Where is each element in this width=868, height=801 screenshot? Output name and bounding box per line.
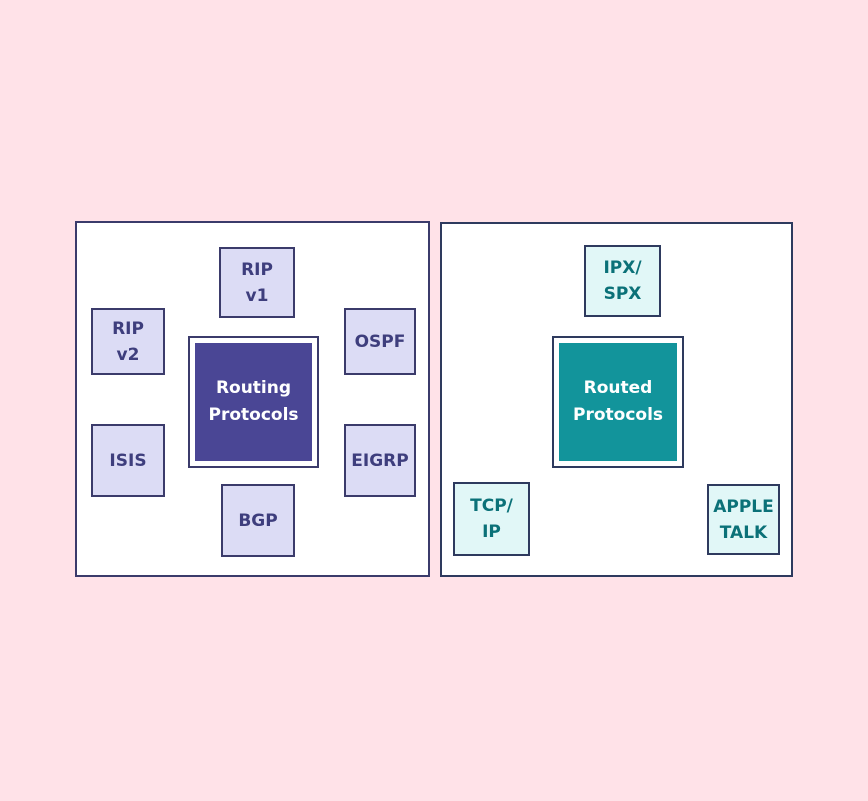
node-ipx-spx: IPX/SPX <box>584 245 661 317</box>
node-isis: ISIS <box>91 424 165 497</box>
node-tcp-ip: TCP/IP <box>453 482 530 556</box>
node-bgp: BGP <box>221 484 295 557</box>
node-eigrp: EIGRP <box>344 424 416 497</box>
node-ospf: OSPF <box>344 308 416 375</box>
